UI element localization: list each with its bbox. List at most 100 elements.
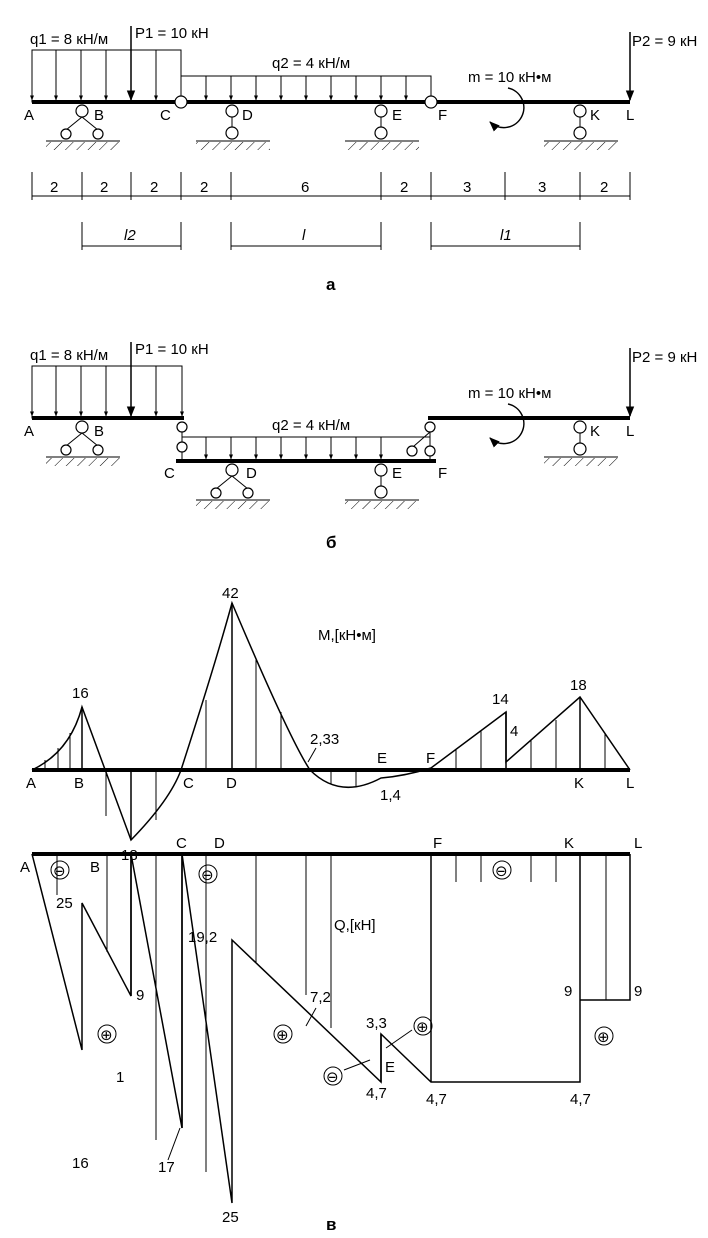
q-leader-plus: [385, 1029, 413, 1049]
dim-2: 2: [100, 179, 108, 196]
point-c: C: [160, 107, 171, 124]
roller-support-k-b: [544, 420, 618, 466]
panel-a: q1 = 8 кН/м P1 = 10 кН q2 = 4 кН/м m = 1…: [24, 25, 697, 294]
m-point-k: K: [574, 775, 584, 792]
shear-diagram: ⊖ ⊕ ⊖ ⊕ ⊖ ⊕ ⊖ ⊕ Q,[кН] A B C D E F K L 2…: [20, 835, 642, 1226]
q-point-l: L: [634, 835, 642, 852]
link-c: [176, 421, 188, 453]
dim-8: 3: [538, 179, 546, 196]
q-value-33: 3,3: [366, 1015, 387, 1032]
p1-label: P1 = 10 кН: [135, 25, 209, 42]
hinge-c: [174, 95, 188, 109]
p1-label-b: P1 = 10 кН: [135, 341, 209, 358]
q-value-25-neg: 25: [222, 1209, 239, 1226]
moment-arc-icon: [489, 87, 525, 132]
dim-7: 3: [463, 179, 471, 196]
q1-label: q1 = 8 кН/м: [30, 31, 108, 48]
sign-circles: [50, 860, 614, 1086]
dimension-line: [31, 172, 631, 200]
q1-label-b: q1 = 8 кН/м: [30, 347, 108, 364]
shear-outline: [31, 853, 631, 1204]
point-k-b: K: [590, 423, 600, 440]
dim-9: 2: [600, 179, 608, 196]
sign-minus-4: ⊖: [495, 863, 508, 880]
sign-plus-2: ⊕: [276, 1027, 289, 1044]
point-b-b: B: [94, 423, 104, 440]
dim-1: 2: [50, 179, 58, 196]
q-value-72: 7,2: [310, 989, 331, 1006]
dim-3: 2: [150, 179, 158, 196]
moment-arc-icon-b: [489, 403, 525, 448]
span-l1: l1: [500, 227, 512, 244]
m-value-42: 42: [222, 585, 239, 602]
point-e: E: [392, 107, 402, 124]
point-l: L: [626, 107, 634, 124]
sign-plus-3: ⊕: [416, 1019, 429, 1036]
q-point-d: D: [214, 835, 225, 852]
hinge-f: [424, 95, 438, 109]
dim-4: 2: [200, 179, 208, 196]
caption-a: а: [326, 275, 336, 294]
caption-c: в: [326, 1215, 336, 1234]
link-f: [406, 421, 436, 457]
m-value-14: 14: [492, 691, 509, 708]
q-point-c: C: [176, 835, 187, 852]
sign-plus-4: ⊕: [597, 1029, 610, 1046]
point-k: K: [590, 107, 600, 124]
p2-label: P2 = 9 кН: [632, 33, 697, 50]
p2-label-b: P2 = 9 кН: [632, 349, 697, 366]
shear-hatching: [56, 854, 607, 1172]
m-value-16: 16: [72, 685, 89, 702]
caption-b: б: [326, 533, 337, 552]
sign-minus-1: ⊖: [53, 863, 66, 880]
moment-title: M,[кН•м]: [318, 627, 376, 644]
point-l-b: L: [626, 423, 634, 440]
m-point-b: B: [74, 775, 84, 792]
span-l2: l2: [124, 227, 136, 244]
q1-distributed-load-b: [30, 365, 184, 419]
moment-hatching: [44, 660, 606, 840]
sign-minus-2: ⊖: [201, 867, 214, 884]
q-value-17: 17: [158, 1159, 175, 1176]
q-value-1: 1: [116, 1069, 124, 1086]
shear-title: Q,[кН]: [334, 917, 376, 934]
span-l: l: [302, 227, 306, 244]
m-point-l: L: [626, 775, 634, 792]
span-lines: [81, 222, 581, 250]
point-d: D: [242, 107, 253, 124]
m-point-f: F: [426, 750, 435, 767]
q2-distributed-load-b: [181, 436, 431, 462]
point-c-b: C: [164, 465, 175, 482]
m-label: m = 10 кН•м: [468, 69, 551, 86]
sign-minus-3: ⊖: [326, 1069, 339, 1086]
m-point-c: C: [183, 775, 194, 792]
q-point-b: B: [90, 859, 100, 876]
q1-distributed-load: [30, 49, 183, 103]
q-value-9-k: 9: [564, 983, 572, 1000]
m-value-18: 18: [570, 677, 587, 694]
q-point-a: A: [20, 859, 30, 876]
point-f-b: F: [438, 465, 447, 482]
q-leader-minus: [343, 1059, 371, 1071]
dim-5: 6: [301, 179, 309, 196]
pin-support-b: [46, 104, 120, 150]
m-value-233: 2,33: [310, 731, 339, 748]
q-value-47-k: 4,7: [570, 1091, 591, 1108]
roller-support-e-b: [345, 463, 419, 509]
m-value-14-small: 1,4: [380, 787, 401, 804]
q-value-47-f: 4,7: [426, 1091, 447, 1108]
point-b: B: [94, 107, 104, 124]
m-label-b: m = 10 кН•м: [468, 385, 551, 402]
point-e-b: E: [392, 465, 402, 482]
roller-support-d: [196, 104, 270, 150]
dim-6: 2: [400, 179, 408, 196]
q-value-16: 16: [72, 1155, 89, 1172]
m-point-e: E: [377, 750, 387, 767]
q-point-e: E: [385, 1059, 395, 1076]
q-value-192: 19,2: [188, 929, 217, 946]
q-point-k: K: [564, 835, 574, 852]
q-value-25: 25: [56, 895, 73, 912]
m-point-a: A: [26, 775, 36, 792]
roller-support-k: [544, 104, 618, 150]
